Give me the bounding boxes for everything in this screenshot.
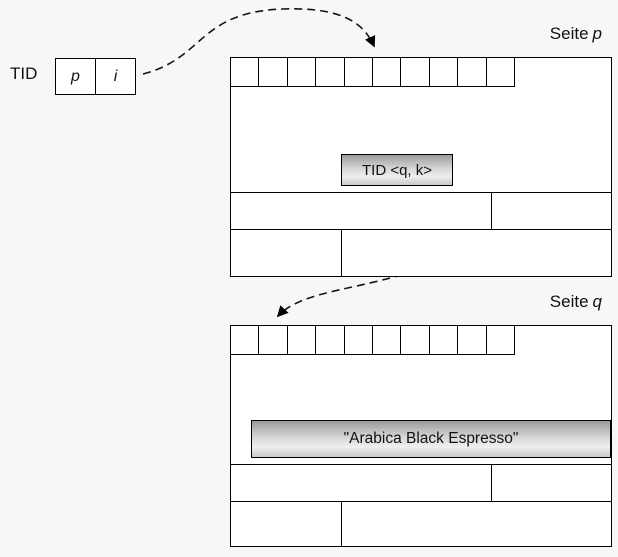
- page-q-record-line-2: [231, 501, 611, 502]
- slot-cell: [259, 58, 288, 88]
- tid-pointer-box: p i: [55, 58, 136, 95]
- slot-cell: [259, 326, 288, 356]
- tid-cell-index: i: [95, 59, 135, 94]
- slot-cell: [458, 58, 487, 88]
- slot-cell: [231, 326, 260, 356]
- tid-ref-record: TID <q, k>: [341, 154, 453, 186]
- slot-cell: [486, 326, 515, 356]
- page-q-record-divider-1: [491, 464, 492, 501]
- slot-cell: [287, 326, 317, 356]
- slot-cell: [401, 326, 430, 356]
- slot-cell: [401, 58, 430, 88]
- page-q-label-prefix: Seite: [549, 292, 589, 311]
- slot-cell: [458, 326, 487, 356]
- slot-cell: [372, 58, 402, 88]
- slot-cell: [486, 58, 515, 88]
- page-q: "Arabica Black Espresso": [230, 325, 612, 547]
- slot-cell: [287, 58, 317, 88]
- page-p-label-prefix: Seite: [549, 24, 589, 43]
- slot-cell: [429, 326, 459, 356]
- slot-cell: [344, 58, 373, 88]
- page-q-label-letter: q: [592, 292, 602, 311]
- page-p-slot-directory: [231, 58, 515, 88]
- slot-cell: [372, 326, 402, 356]
- slot-cell: [316, 58, 345, 88]
- page-q-slot-directory: [231, 326, 515, 356]
- slot-cell: [231, 58, 260, 88]
- tid-label: TID: [10, 64, 38, 83]
- page-p-label-letter: p: [592, 24, 602, 43]
- page-p-record-divider-1: [491, 192, 492, 229]
- page-p-record-line-2: [231, 229, 611, 230]
- page-q-record-line-1: [231, 464, 611, 465]
- page-p-record-line-1: [231, 192, 611, 193]
- page-p: TID <q, k>: [230, 57, 612, 277]
- page-p-record-divider-2: [341, 229, 342, 276]
- slot-cell: [429, 58, 459, 88]
- page-q-record-divider-2: [341, 501, 342, 546]
- slot-cell: [344, 326, 373, 356]
- slot-cell: [316, 326, 345, 356]
- record-arabica: "Arabica Black Espresso": [251, 420, 611, 458]
- tid-cell-page: p: [71, 67, 80, 85]
